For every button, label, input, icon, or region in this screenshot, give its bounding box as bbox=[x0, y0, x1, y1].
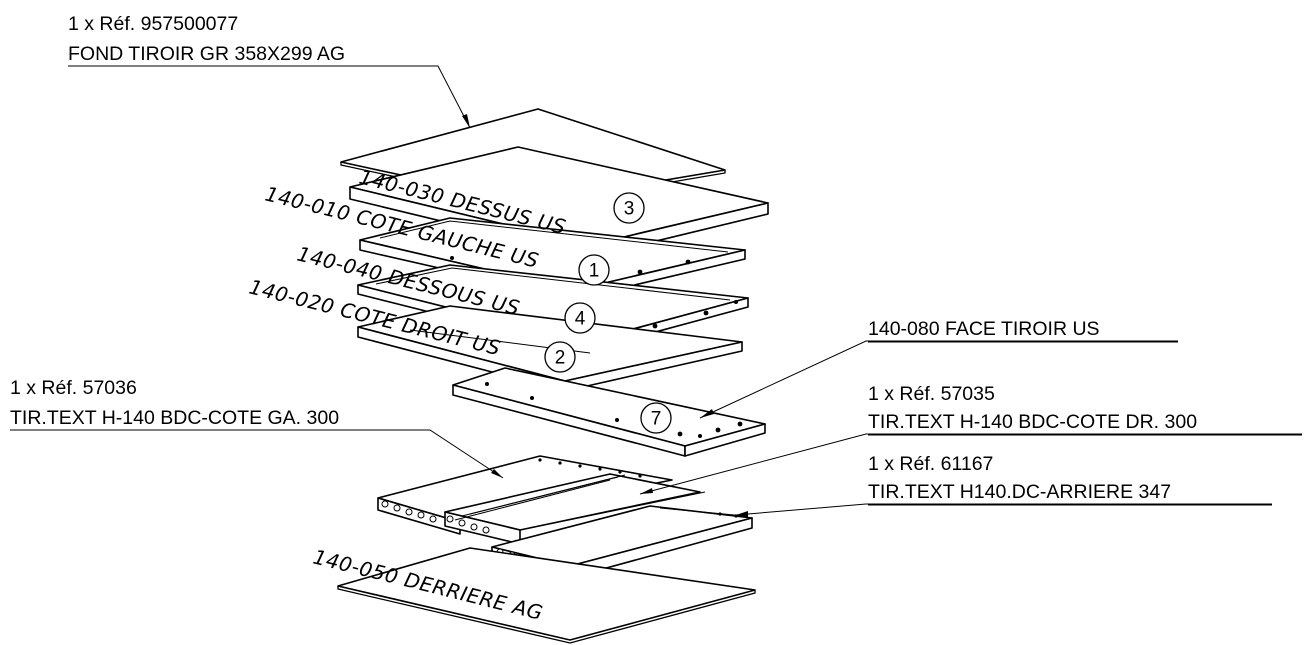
arriere-qty-ref: 1 x Réf. 61167 bbox=[868, 453, 993, 475]
face-name: 140-080 FACE TIROIR US bbox=[868, 318, 1100, 340]
cote-dr-qty-ref: 1 x Réf. 57035 bbox=[868, 383, 995, 405]
callout-arriere: 1 x Réf. 61167 TIR.TEXT H140.DC-ARRIERE … bbox=[868, 453, 1171, 503]
balloon-7: 7 bbox=[640, 402, 672, 434]
balloon-3: 3 bbox=[613, 192, 645, 224]
balloon-3-number: 3 bbox=[624, 199, 635, 220]
arriere-name: TIR.TEXT H140.DC-ARRIERE 347 bbox=[868, 481, 1171, 503]
balloon-2: 2 bbox=[544, 341, 576, 373]
callout-cote-dr: 1 x Réf. 57035 TIR.TEXT H-140 BDC-COTE D… bbox=[868, 383, 1197, 433]
callout-face: 140-080 FACE TIROIR US bbox=[868, 318, 1100, 340]
callout-fond: 1 x Réf. 957500077 FOND TIROIR GR 358X29… bbox=[68, 13, 345, 65]
fond-name: FOND TIROIR GR 358X299 AG bbox=[68, 43, 345, 65]
balloon-2-number: 2 bbox=[555, 348, 566, 369]
textile-side-panels bbox=[377, 455, 753, 579]
cote-dr-name: TIR.TEXT H-140 BDC-COTE DR. 300 bbox=[868, 411, 1197, 433]
cote-ga-qty-ref: 1 x Réf. 57036 bbox=[10, 377, 137, 399]
fond-qty-ref: 1 x Réf. 957500077 bbox=[68, 13, 238, 35]
leader-lines bbox=[10, 65, 1302, 517]
balloon-1-number: 1 bbox=[589, 261, 600, 282]
derriere-sheet bbox=[337, 547, 756, 644]
panel-face-tiroir bbox=[452, 367, 766, 457]
balloon-4: 4 bbox=[564, 302, 596, 334]
cote-ga-name: TIR.TEXT H-140 BDC-COTE GA. 300 bbox=[10, 407, 339, 429]
callout-underlines bbox=[868, 341, 1302, 506]
balloon-7-number: 7 bbox=[651, 409, 662, 430]
callout-cote-ga: 1 x Réf. 57036 TIR.TEXT H-140 BDC-COTE G… bbox=[10, 377, 339, 429]
balloon-4-number: 4 bbox=[575, 309, 586, 330]
balloon-1: 1 bbox=[578, 254, 610, 286]
